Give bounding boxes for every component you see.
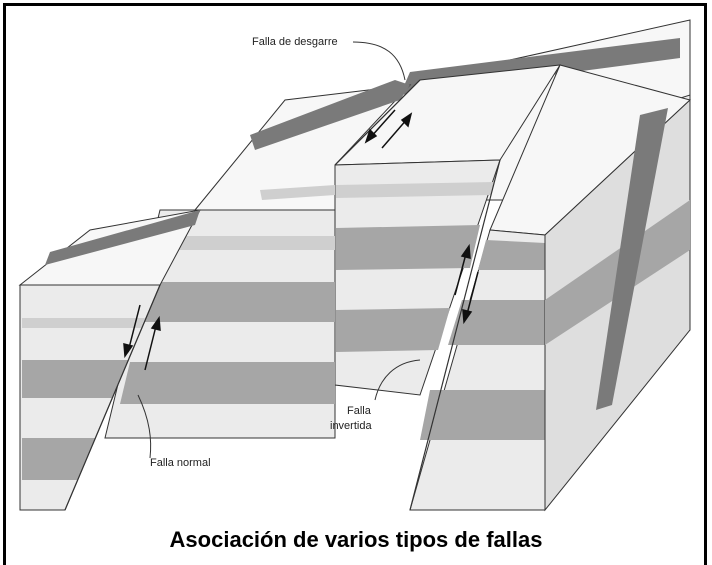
reverse-fault-arrow-down (465, 271, 479, 319)
center-right-medium-band-2 (336, 308, 450, 352)
figure-caption: Asociación de varios tipos de fallas (169, 527, 543, 552)
left-top-dark-band (45, 210, 200, 265)
normal-fault-arrow-up-head (150, 315, 161, 331)
block-left (18, 209, 201, 511)
front-right-medium-band-2 (448, 300, 545, 345)
reverse-fault-label-line2: invertida (330, 420, 372, 432)
strike-slip-arrow-2-head (400, 112, 413, 128)
figure-border (3, 3, 707, 565)
reverse-fault-leader (374, 359, 421, 401)
front-right-side-dark-dip-band (596, 108, 668, 410)
block-front-right (409, 64, 692, 512)
strike-slip-leader (352, 41, 406, 81)
front-right-medium-band-3 (420, 390, 545, 440)
center-left-light-band (154, 236, 335, 250)
reverse-fault-arrow-down-head (462, 309, 473, 325)
left-medium-band-2 (22, 438, 96, 480)
center-left-medium-band-2 (120, 362, 335, 404)
front-right-medium-band-1 (478, 240, 545, 270)
strike-slip-arrow-2 (381, 117, 409, 149)
center-left-top-dark-band (250, 80, 410, 150)
reverse-fault-label-line1: Falla (347, 405, 371, 417)
center-left-top-light-stripe (260, 185, 335, 200)
normal-fault-plane (64, 284, 161, 511)
normal-fault-leader (137, 394, 152, 459)
strike-slip-arrow-1-head (364, 128, 378, 144)
left-light-band (22, 318, 145, 328)
normal-fault-label: Falla normal (150, 457, 211, 469)
center-right-light-band (336, 182, 494, 198)
normal-fault-arrow-down-head (123, 343, 134, 359)
reverse-fault-arrows (454, 243, 479, 325)
strike-slip-fault-label: Falla de desgarre (252, 36, 338, 48)
reverse-fault-plane (409, 159, 501, 511)
left-medium-band-1 (22, 360, 128, 398)
normal-fault-arrows (123, 304, 161, 371)
center-left-medium-band-1 (140, 282, 335, 322)
reverse-fault-arrow-up-head (460, 243, 471, 259)
strike-slip-arrows (364, 109, 413, 149)
center-right-medium-band-1 (336, 225, 480, 270)
normal-fault-arrow-down (127, 304, 141, 353)
normal-fault-arrow-up (144, 321, 158, 371)
strike-slip-fault-plane (334, 79, 421, 166)
block-center-right (333, 64, 561, 396)
